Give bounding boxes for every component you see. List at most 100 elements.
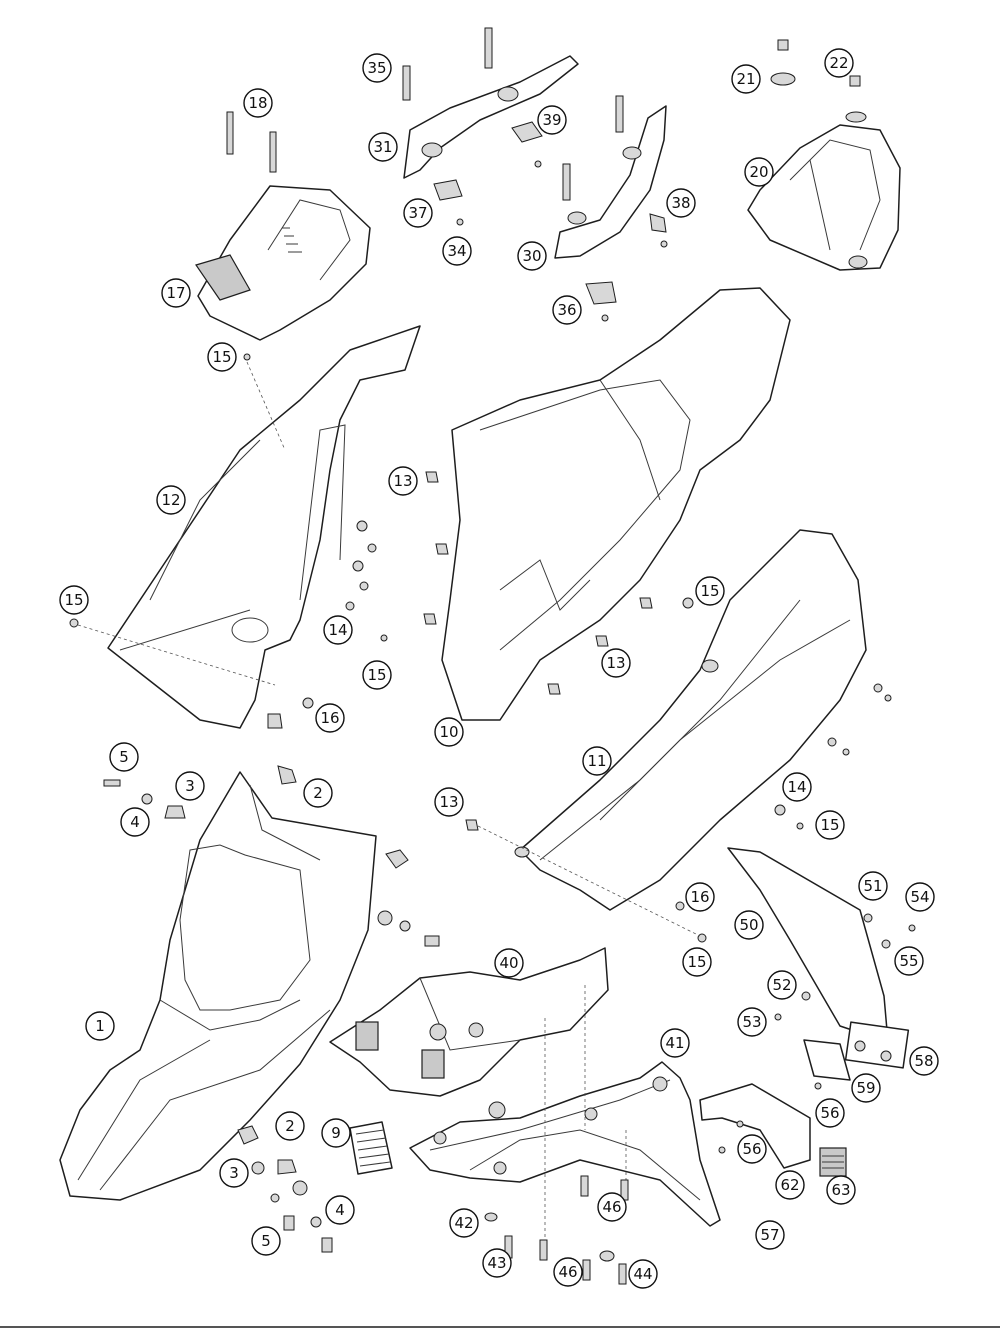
callout-46: 46 (553, 1257, 583, 1287)
callout-13: 13 (434, 787, 464, 817)
callout-46: 46 (597, 1192, 627, 1222)
callout-38: 38 (666, 188, 696, 218)
callout-44: 44 (628, 1259, 658, 1289)
fairing-hardware-top (103, 765, 440, 947)
callout-circle (905, 882, 935, 912)
callout-circle (767, 970, 797, 1000)
mud-flap (699, 1083, 811, 1169)
callout-circle (537, 105, 567, 135)
callout-circle (517, 241, 547, 271)
callout-2: 2 (275, 1111, 305, 1141)
callout-number: 22 (829, 54, 848, 72)
callout-circle (403, 198, 433, 228)
callout-circle (601, 648, 631, 678)
callout-54: 54 (905, 882, 935, 912)
callout-1: 1 (85, 1011, 115, 1041)
left-side-cover (107, 325, 421, 729)
callout-circle (368, 132, 398, 162)
callout-number: 20 (749, 163, 768, 181)
callout-circle (737, 1007, 767, 1037)
callout-number: 9 (331, 1124, 341, 1142)
callout-14: 14 (323, 615, 353, 645)
callout-number: 15 (700, 582, 719, 600)
callout-circle (494, 948, 524, 978)
callout-35: 35 (362, 53, 392, 83)
callout-circle (597, 1192, 627, 1222)
callout-51: 51 (858, 871, 888, 901)
callout-number: 3 (185, 777, 195, 795)
callout-15: 15 (362, 660, 392, 690)
callout-number: 56 (820, 1104, 839, 1122)
rear-bracket (195, 185, 371, 341)
callout-circle (449, 1208, 479, 1238)
callout-number: 14 (328, 621, 347, 639)
callout-circle (321, 1118, 351, 1148)
callout-number: 59 (856, 1079, 875, 1097)
callout-number: 13 (439, 793, 458, 811)
callout-circle (303, 778, 333, 808)
callout-circle (434, 717, 464, 747)
callout-circle (85, 1011, 115, 1041)
callout-15: 15 (59, 585, 89, 615)
callout-circle (161, 278, 191, 308)
callout-circle (685, 882, 715, 912)
callout-53: 53 (737, 1007, 767, 1037)
callout-5: 5 (251, 1226, 281, 1256)
callout-circle (175, 771, 205, 801)
callout-circle (695, 576, 725, 606)
callout-15: 15 (695, 576, 725, 606)
callout-number: 15 (687, 953, 706, 971)
callout-number: 3 (229, 1164, 239, 1182)
long-bolts (226, 111, 277, 173)
callout-number: 2 (313, 784, 323, 802)
callout-31: 31 (368, 132, 398, 162)
callout-18: 18 (243, 88, 273, 118)
callout-5: 5 (109, 742, 139, 772)
callout-circle (815, 1098, 845, 1128)
license-plate-holder (727, 847, 916, 1043)
seat-cowl (441, 287, 791, 721)
callout-15: 15 (207, 342, 237, 372)
callout-16: 16 (685, 882, 715, 912)
callout-number: 11 (587, 752, 606, 770)
callout-40: 40 (494, 948, 524, 978)
callout-circle (775, 1170, 805, 1200)
callout-39: 39 (537, 105, 567, 135)
callout-circle (251, 1226, 281, 1256)
callout-41: 41 (660, 1028, 690, 1058)
callout-number: 63 (831, 1181, 850, 1199)
right-side-cover (514, 529, 867, 911)
callout-15: 15 (815, 810, 845, 840)
callout-circle (682, 947, 712, 977)
callout-9: 9 (321, 1118, 351, 1148)
callout-number: 42 (454, 1214, 473, 1232)
callout-59: 59 (851, 1073, 881, 1103)
cap-parts (770, 39, 867, 123)
callout-number: 39 (542, 111, 561, 129)
rear-hugger (747, 124, 901, 271)
vent-grille (349, 1121, 393, 1175)
callout-number: 38 (671, 194, 690, 212)
callout-55: 55 (894, 946, 924, 976)
callout-20: 20 (744, 157, 774, 187)
callout-number: 15 (367, 666, 386, 684)
callout-circle (826, 1175, 856, 1205)
undertray-fasteners (484, 985, 629, 1285)
callout-circle (894, 946, 924, 976)
callout-56: 56 (815, 1098, 845, 1128)
callout-circle (120, 807, 150, 837)
callout-number: 56 (742, 1140, 761, 1158)
callout-3: 3 (219, 1158, 249, 1188)
callout-circle (482, 1248, 512, 1278)
callout-number: 52 (772, 976, 791, 994)
callout-number: 62 (780, 1176, 799, 1194)
callout-14: 14 (782, 772, 812, 802)
callout-circle (434, 787, 464, 817)
callout-number: 10 (439, 723, 458, 741)
callout-circle (552, 295, 582, 325)
callout-58: 58 (909, 1046, 939, 1076)
callout-circle (660, 1028, 690, 1058)
callout-number: 16 (320, 709, 339, 727)
callout-43: 43 (482, 1248, 512, 1278)
callout-62: 62 (775, 1170, 805, 1200)
